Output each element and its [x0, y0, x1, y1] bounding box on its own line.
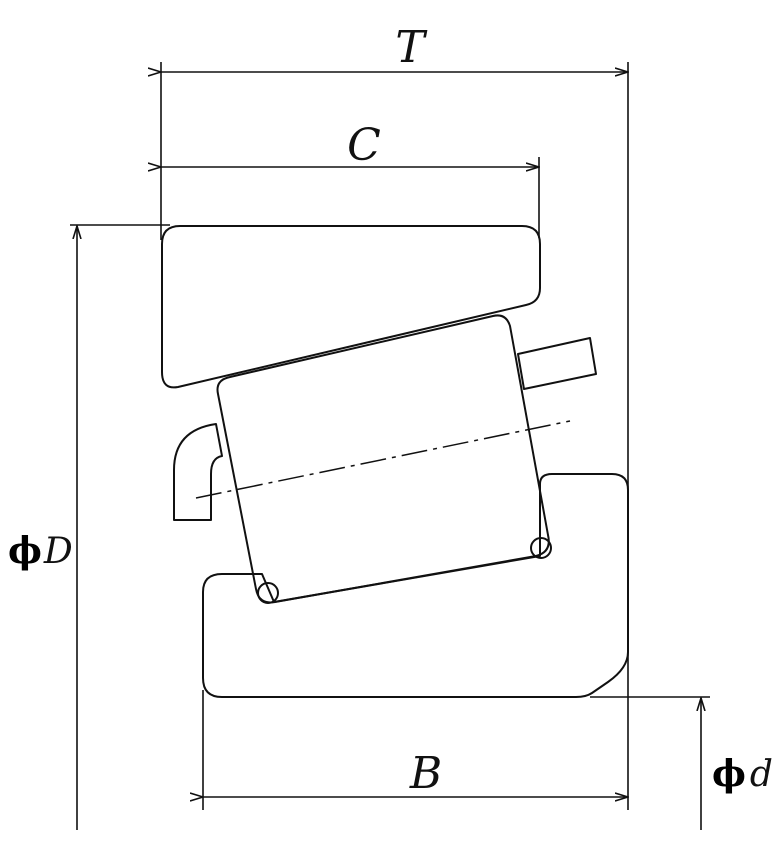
- phi-symbol-d: ϕ: [712, 753, 746, 795]
- label-d: d: [750, 754, 773, 795]
- label-D: D: [43, 531, 73, 572]
- inner-ring-cone: [202, 473, 629, 698]
- roller-axis-centerline: [195, 420, 571, 499]
- label-C: C: [347, 120, 381, 171]
- outer-ring-cup: [161, 225, 541, 389]
- label-phi-D: ϕD: [8, 530, 73, 572]
- cage-left-hook: [173, 423, 223, 521]
- cage-right-tab: [517, 337, 597, 390]
- roller-fillet-left: [257, 582, 279, 604]
- phi-symbol-D: ϕ: [8, 530, 42, 572]
- label-B: B: [409, 748, 442, 799]
- label-T: T: [395, 22, 428, 73]
